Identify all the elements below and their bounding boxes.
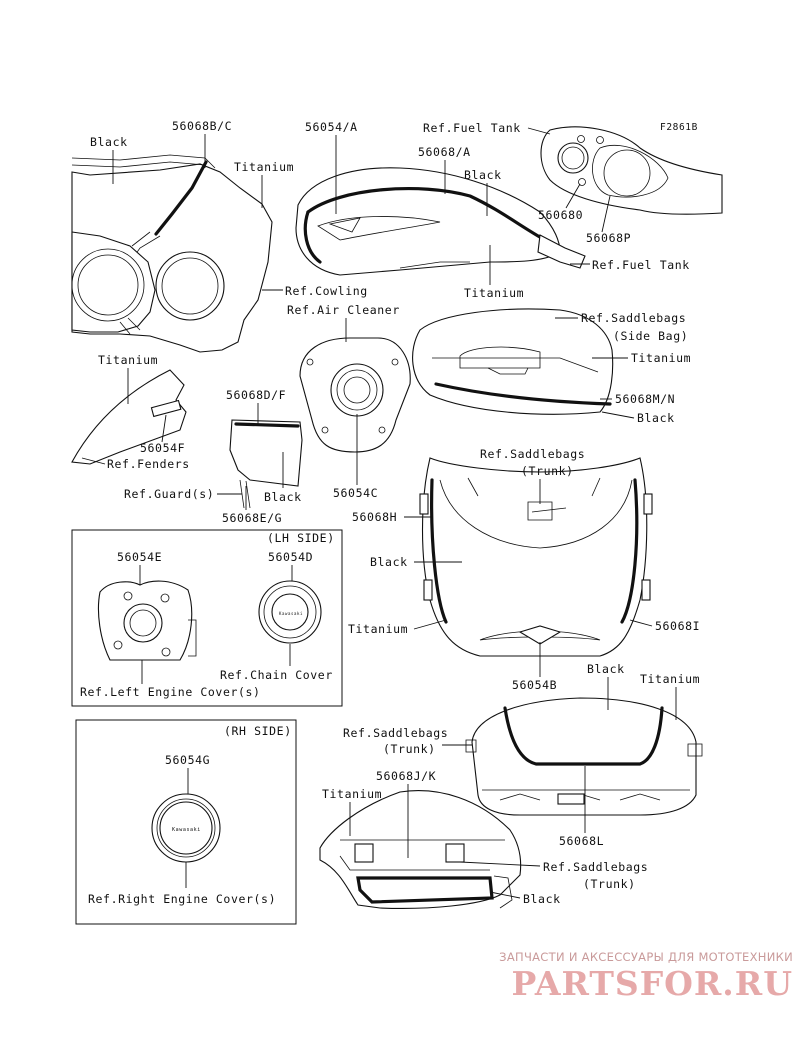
label-rh-side: (RH SIDE) <box>224 724 292 738</box>
watermark-caption: ЗАПЧАСТИ И АКСЕССУАРЫ ДЛЯ МОТОТЕХНИКИ <box>499 950 793 964</box>
label-56068a: 56068/A <box>418 145 471 159</box>
leader-line <box>601 411 635 419</box>
label-lh-side: (LH SIDE) <box>267 531 335 545</box>
cowling-drawing <box>71 154 273 353</box>
label-56068jk: 56068J/K <box>376 769 436 783</box>
badge-engine-cover: Kawasaki <box>172 827 201 833</box>
leader-line <box>161 414 167 443</box>
label-black-cowl: Black <box>90 135 128 149</box>
label-black-side: Black <box>637 411 675 425</box>
chain-cover-drawing: Kawasaki <box>258 580 322 644</box>
label-ref-right-engine-cover: Ref.Right Engine Cover(s) <box>88 892 276 906</box>
label-56068h: 56068H <box>352 510 397 524</box>
label-ref-saddlebags-trunk1: Ref.Saddlebags <box>480 447 585 461</box>
label-titanium-trunk2: Titanium <box>640 672 700 686</box>
trunk-base-drawing <box>465 697 703 816</box>
label-black-tank: Black <box>464 168 502 182</box>
label-ref-saddlebags-trunk3: Ref.Saddlebags <box>543 860 648 874</box>
label-ref-left-engine-cover: Ref.Left Engine Cover(s) <box>80 685 261 699</box>
watermark-logo: PARTSFOR.RU <box>511 964 793 1003</box>
guard-drawing <box>229 419 303 509</box>
fender-drawing <box>71 369 187 465</box>
label-titanium-fender: Titanium <box>98 353 158 367</box>
label-ref-guards: Ref.Guard(s) <box>124 487 214 501</box>
label-trunk1: (Trunk) <box>521 464 574 478</box>
trunk-lid-drawing <box>419 457 653 657</box>
leader-line <box>565 183 581 209</box>
label-side-bag: (Side Bag) <box>613 329 688 343</box>
label-56068l: 56068L <box>559 834 604 848</box>
label-ref-saddlebags-trunk2: Ref.Saddlebags <box>343 726 448 740</box>
label-ref-fuel-tank-right: Ref.Fuel Tank <box>592 258 690 272</box>
label-56054f: 56054F <box>140 441 185 455</box>
label-56054e: 56054E <box>117 550 162 564</box>
label-56054a: 56054/A <box>305 120 358 134</box>
label-titanium-tank: Titanium <box>464 286 524 300</box>
tank-detail-drawing <box>540 126 723 215</box>
label-black-trunk1: Black <box>370 555 408 569</box>
label-ref-saddlebags-side: Ref.Saddlebags <box>581 311 686 325</box>
label-trunk3: (Trunk) <box>583 877 636 891</box>
lh-side-box <box>71 529 343 707</box>
leader-line <box>527 127 551 135</box>
right-engine-cover-drawing: Kawasaki <box>151 793 221 863</box>
label-ref-cowling: Ref.Cowling <box>285 284 368 298</box>
rh-side-box <box>75 719 297 925</box>
label-black-trunk2: Black <box>587 662 625 676</box>
leader-line <box>601 195 611 233</box>
label-56068p: 56068P <box>586 231 631 245</box>
label-56054b: 56054B <box>512 678 557 692</box>
badge-chain-cover: Kawasaki <box>279 611 303 616</box>
air-cleaner-drawing <box>299 337 411 453</box>
label-titanium-cowl: Titanium <box>234 160 294 174</box>
label-titanium-side: Titanium <box>631 351 691 365</box>
figure-code: F2861B <box>660 122 698 133</box>
label-56068df: 56068D/F <box>226 388 286 402</box>
label-560680: 560680 <box>538 208 583 222</box>
label-black-guard: Black <box>264 490 302 504</box>
label-56068i: 56068I <box>655 619 700 633</box>
label-56068mn: 56068M/N <box>615 392 675 406</box>
trunk-side-drawing <box>319 790 522 909</box>
label-56054g: 56054G <box>165 753 210 767</box>
label-ref-fenders: Ref.Fenders <box>107 457 190 471</box>
label-black-trunk3: Black <box>523 892 561 906</box>
label-56068bc: 56068B/C <box>172 119 232 133</box>
leader-line <box>81 457 106 465</box>
label-56068eg: 56068E/G <box>222 511 282 525</box>
label-56054d: 56054D <box>268 550 313 564</box>
leader-line <box>489 891 521 899</box>
label-titanium-trunk3: Titanium <box>322 787 382 801</box>
leader-line <box>413 619 447 630</box>
saddlebag-side-drawing <box>412 308 614 415</box>
fuel-tank-drawing <box>295 167 586 276</box>
leader-line <box>629 619 653 627</box>
label-56054c: 56054C <box>333 486 378 500</box>
label-titanium-trunk1: Titanium <box>348 622 408 636</box>
leader-line <box>459 861 541 867</box>
left-engine-cover-drawing <box>97 580 197 661</box>
label-trunk2: (Trunk) <box>383 742 436 756</box>
label-ref-air-cleaner: Ref.Air Cleaner <box>287 303 400 317</box>
label-ref-fuel-tank-top: Ref.Fuel Tank <box>423 121 521 135</box>
label-ref-chain-cover: Ref.Chain Cover <box>220 668 333 682</box>
